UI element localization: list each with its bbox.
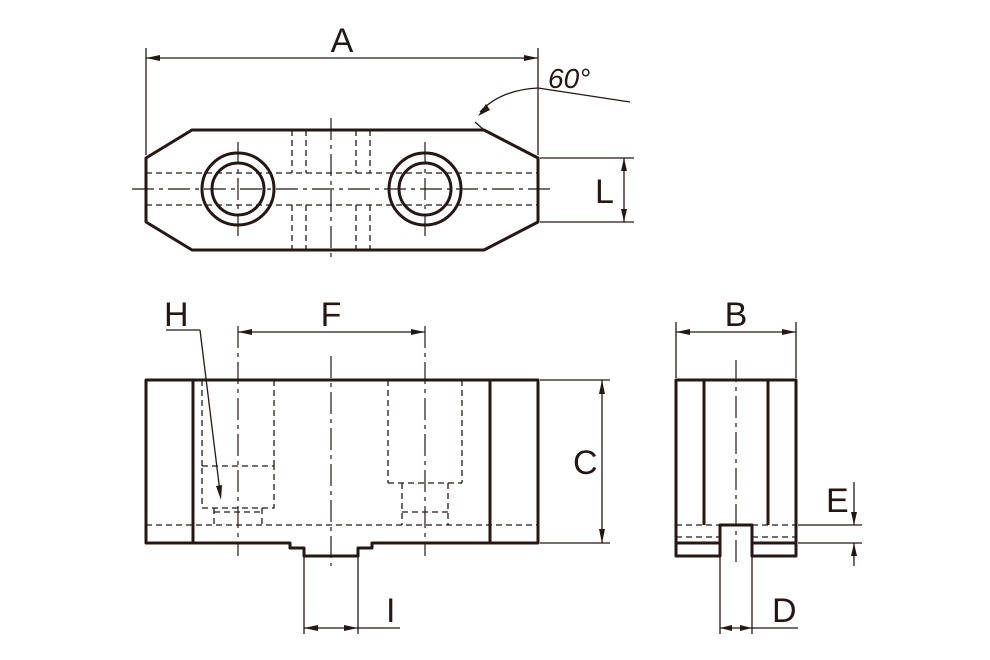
angle-label: 60° xyxy=(548,63,590,94)
dim-e-arrow-bottom xyxy=(851,543,857,556)
top-view-outline xyxy=(144,128,540,252)
front-view-outline xyxy=(144,378,540,558)
leader-h-arrow xyxy=(216,485,222,500)
dim-d-arrow-right xyxy=(740,625,752,631)
dim-l-arrow-bottom xyxy=(621,209,627,222)
dim-b-arrow-left xyxy=(676,329,690,335)
dim-c-label: C xyxy=(573,444,598,482)
dim-e-label: E xyxy=(826,482,849,520)
dim-i-arrow-left xyxy=(304,625,318,631)
leader-h-line xyxy=(199,329,221,493)
dim-a-arrow-right xyxy=(524,55,538,61)
dim-c-arrow-top xyxy=(599,380,605,394)
dim-c-arrow-bottom xyxy=(599,529,605,543)
front-view: F H C I xyxy=(144,296,610,634)
dim-a-arrow-left xyxy=(146,55,160,61)
dim-a-label: A xyxy=(331,22,354,60)
dim-b-arrow-right xyxy=(782,329,796,335)
dim-f-label: F xyxy=(321,296,342,334)
leader-h-label: H xyxy=(164,296,189,334)
angle-ext-line xyxy=(537,87,631,103)
dim-l-arrow-top xyxy=(621,158,627,171)
dim-d-label: D xyxy=(772,592,797,630)
dim-i-arrow-right xyxy=(344,625,358,631)
angle-leader xyxy=(474,121,485,131)
dim-b-label: B xyxy=(725,296,748,334)
top-view: A 60° L xyxy=(132,22,634,262)
dim-e-arrow-top xyxy=(851,512,857,525)
dim-f-arrow-left xyxy=(238,329,252,335)
dim-l-label: L xyxy=(595,173,614,211)
dim-f-arrow-right xyxy=(411,329,425,335)
side-view: B E D xyxy=(674,296,862,634)
dim-i-label: I xyxy=(386,592,395,630)
angle-arrow xyxy=(478,104,490,116)
dim-d-arrow-left xyxy=(720,625,732,631)
